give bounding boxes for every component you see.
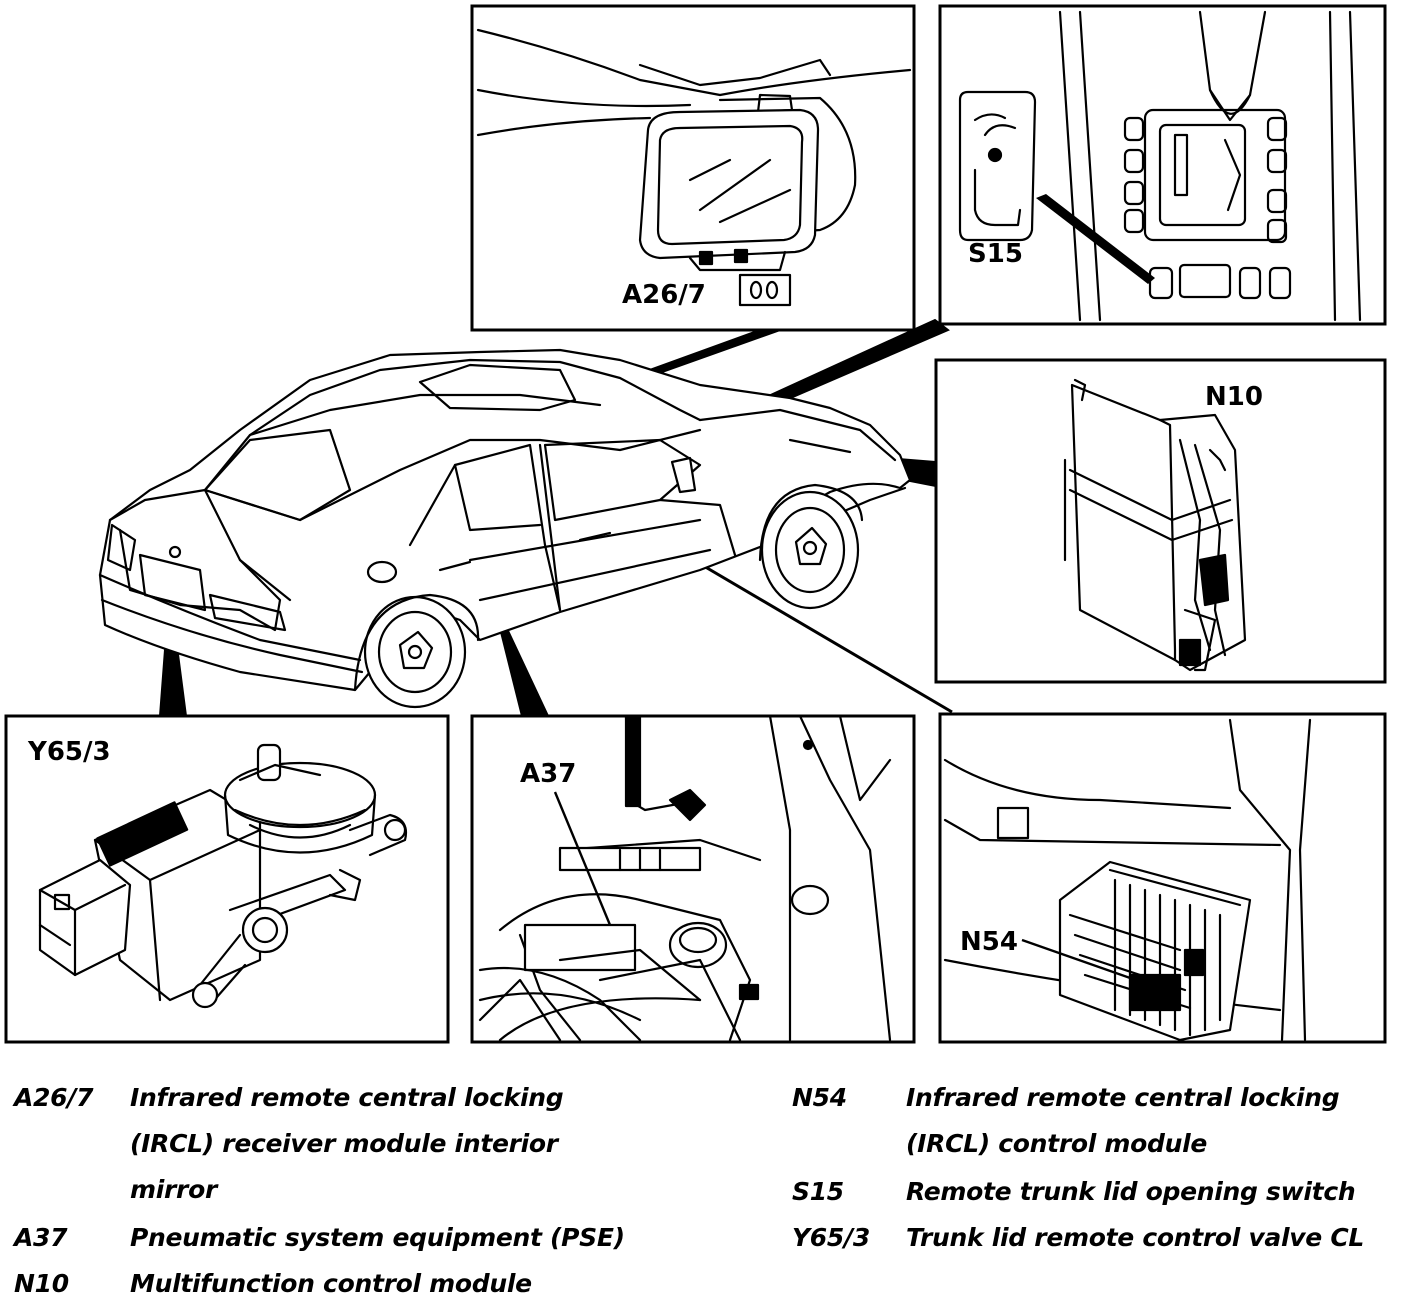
legend-code: N10 xyxy=(14,1269,69,1298)
console-buttons xyxy=(1123,116,1292,300)
legend-code: S15 xyxy=(792,1177,844,1206)
legend-description: Multifunction control module xyxy=(130,1269,532,1298)
panel-a26-7: A26/7 xyxy=(470,4,916,332)
label-y65-3: Y65/3 xyxy=(27,737,111,767)
legend-entry-n10: N10 Multifunction control module xyxy=(14,1261,532,1307)
leader-s15-switch xyxy=(1036,194,1155,284)
panel-y65-3: Y65/3 xyxy=(4,714,450,1044)
legend-description: Infrared remote central locking (IRCL) r… xyxy=(130,1083,564,1204)
legend: A26/7 Infrared remote central locking (I… xyxy=(0,1075,1408,1312)
label-n54: N54 xyxy=(960,927,1018,957)
leader-a37 xyxy=(496,616,550,717)
car-illustration xyxy=(98,348,912,709)
legend-code: A37 xyxy=(14,1223,68,1252)
panel-n10: N10 xyxy=(934,358,1387,684)
panel-a37: A37 xyxy=(470,714,916,1044)
legend-description: Infrared remote central locking (IRCL) c… xyxy=(906,1083,1340,1158)
legend-description: Pneumatic system equipment (PSE) xyxy=(130,1223,625,1252)
legend-description: Remote trunk lid opening switch xyxy=(906,1177,1356,1206)
legend-entry-y65-3: Y65/3 Trunk lid remote control valve CL xyxy=(792,1215,1364,1261)
leader-a37-detail xyxy=(553,791,612,926)
label-a26-7: A26/7 xyxy=(622,280,706,310)
legend-description: Trunk lid remote control valve CL xyxy=(906,1223,1365,1252)
component-location-diagram: A26/7 xyxy=(4,4,1387,1044)
label-n10: N10 xyxy=(1205,382,1263,412)
label-s15: S15 xyxy=(968,239,1023,269)
legend-code: Y65/3 xyxy=(792,1223,870,1252)
legend-code: N54 xyxy=(792,1083,847,1112)
legend-entry-a37: A37 Pneumatic system equipment (PSE) xyxy=(14,1215,625,1261)
panel-n54: N54 xyxy=(938,712,1387,1044)
legend-entry-a26-7: A26/7 Infrared remote central locking (I… xyxy=(14,1075,650,1213)
panel-s15: S15 xyxy=(938,4,1387,326)
legend-code: A26/7 xyxy=(14,1083,94,1112)
legend-entry-s15: S15 Remote trunk lid opening switch xyxy=(792,1169,1356,1215)
leader-n54 xyxy=(701,563,953,714)
label-a37: A37 xyxy=(520,759,576,789)
leader-n54-detail xyxy=(1021,938,1151,987)
legend-entry-n54: N54 Infrared remote central locking (IRC… xyxy=(792,1075,1406,1167)
